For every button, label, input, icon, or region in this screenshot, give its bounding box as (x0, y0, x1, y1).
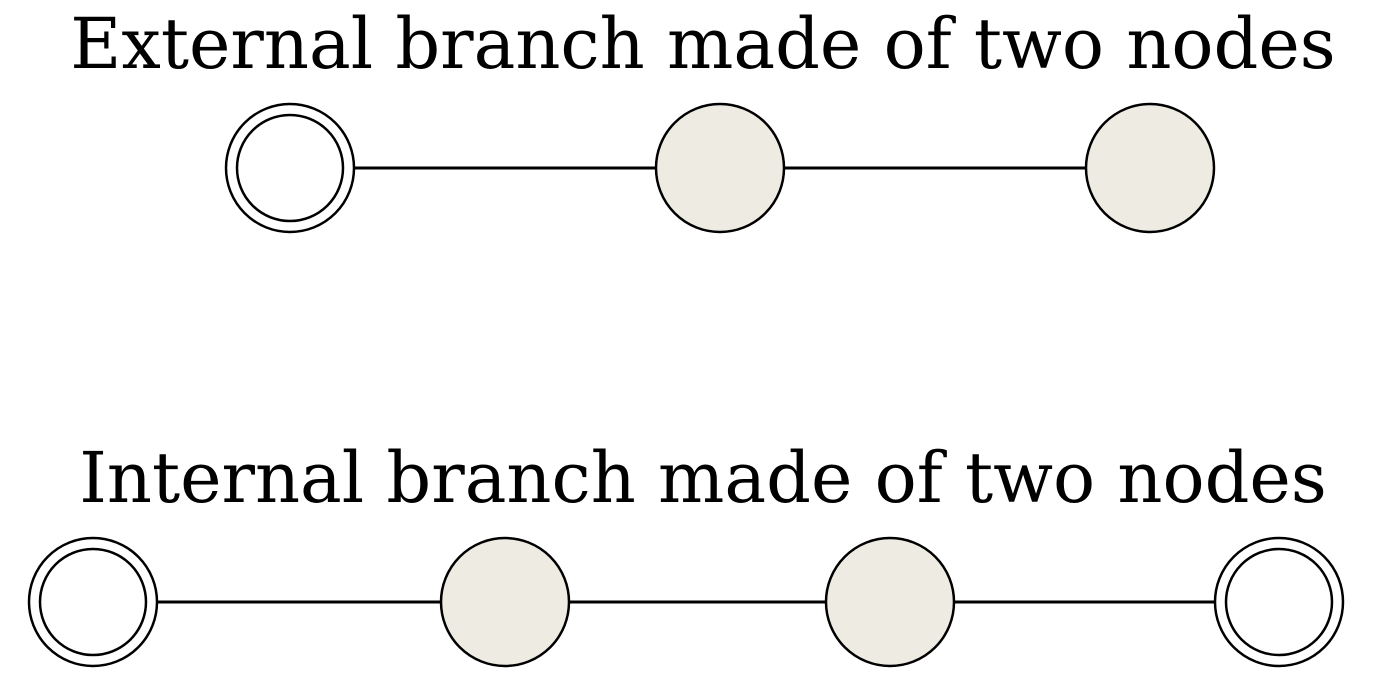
node-circle (1213, 536, 1345, 668)
internal-terminal-node-4 (1213, 536, 1345, 668)
external-branch-title: External branch made of two nodes (70, 3, 1335, 85)
external-branch-diagram: External branch made of two nodes (70, 3, 1336, 234)
internal-branch-title: Internal branch made of two nodes (79, 437, 1327, 519)
external-branch-node-2 (654, 102, 786, 234)
external-branch-nodes (224, 102, 1216, 234)
node-inner-ring (1224, 547, 1334, 657)
internal-terminal-node-1 (27, 536, 159, 668)
node-circle (224, 102, 356, 234)
node-circle (1084, 102, 1216, 234)
internal-branch-diagram: Internal branch made of two nodes (27, 437, 1345, 668)
node-inner-ring (235, 113, 345, 223)
node-circle (654, 102, 786, 234)
external-branch-node-3 (1084, 102, 1216, 234)
node-circle (439, 536, 571, 668)
internal-branch-nodes (27, 536, 1345, 668)
node-circle (27, 536, 159, 668)
internal-branch-node-2 (439, 536, 571, 668)
external-terminal-node-1 (224, 102, 356, 234)
internal-branch-node-3 (824, 536, 956, 668)
node-inner-ring (38, 547, 148, 657)
node-circle (824, 536, 956, 668)
